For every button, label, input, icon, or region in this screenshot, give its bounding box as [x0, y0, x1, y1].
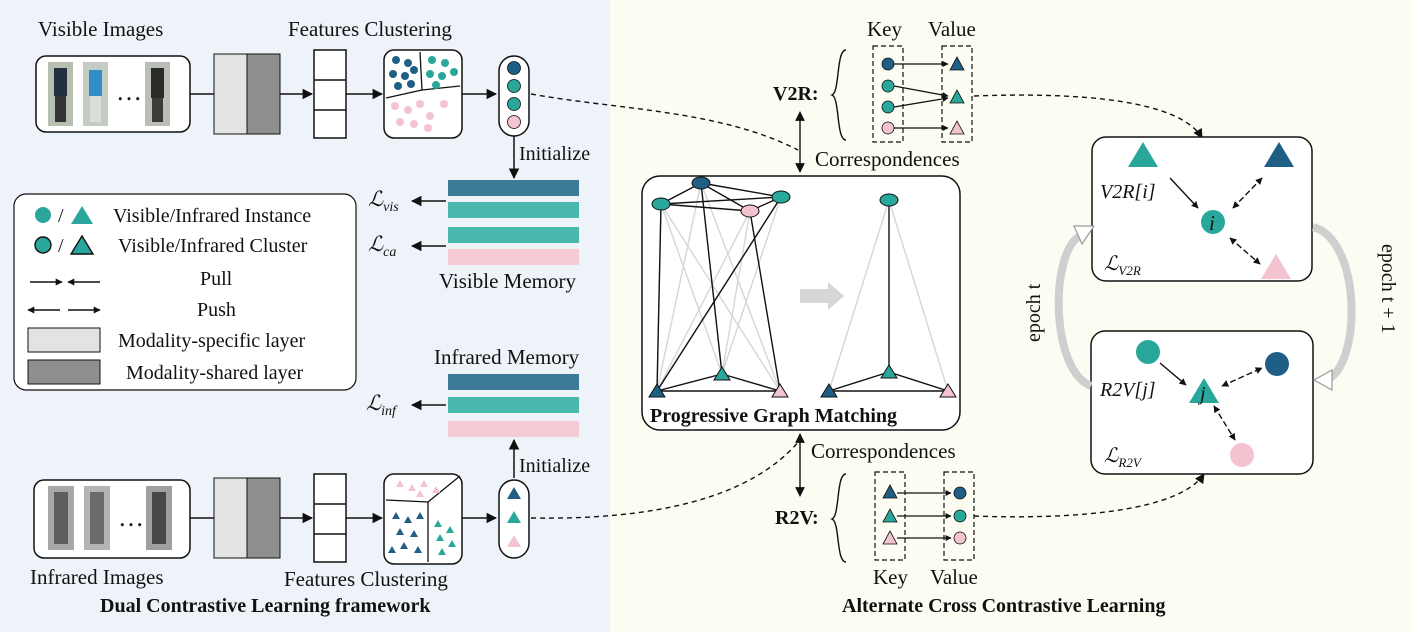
legend-specific-label: Modality-specific layer — [118, 330, 305, 352]
connector-infrared-to-r2v — [530, 439, 801, 519]
v2r-label: V2R: — [773, 83, 819, 105]
cluster-triangle-icon — [69, 234, 95, 255]
left-panel-title: Dual Contrastive Learning framework — [100, 595, 431, 617]
feature-vector — [313, 473, 347, 563]
cluster-circle-icon — [34, 236, 52, 254]
epoch-t-arrow — [1054, 232, 1093, 390]
feature-vector — [313, 49, 347, 139]
value-top-label: Value — [928, 17, 976, 41]
key-top-label: Key — [867, 17, 902, 41]
epoch-t1-label: epoch t + 1 — [1377, 244, 1399, 334]
instance-triangle-icon — [71, 206, 93, 224]
visible-memory-label: Visible Memory — [439, 269, 576, 293]
right-panel-title: Alternate Cross Contrastive Learning — [842, 595, 1165, 617]
legend-shared-label: Modality-shared layer — [126, 362, 303, 384]
loss-r2v: ℒR2V — [1104, 445, 1143, 470]
specific-layer-swatch — [27, 327, 101, 353]
infrared-memory — [448, 374, 579, 437]
legend-instance-label: Visible/Infrared Instance — [113, 205, 311, 227]
infrared-images-label: Infrared Images — [30, 565, 164, 589]
correspondences-top-label: Correspondences — [815, 147, 960, 171]
connector-r2v-to-bottom — [973, 473, 1205, 518]
legend-pull-label: Pull — [200, 268, 233, 290]
svg-text:/: / — [58, 205, 64, 227]
infrared-images-box: … — [33, 479, 191, 559]
visible-cluster-centroids — [498, 55, 530, 137]
value-bottom-label: Value — [930, 565, 978, 589]
loss-vis: ℒvis — [368, 187, 399, 215]
graph-matching-title: Progressive Graph Matching — [650, 405, 897, 427]
epoch-t-label: epoch t — [1023, 283, 1045, 342]
modality-shared-layer — [246, 53, 281, 135]
features-clustering-top-label: Features Clustering — [288, 17, 452, 41]
loss-inf: ℒinf — [366, 391, 398, 419]
loss-ca: ℒca — [368, 232, 396, 260]
modality-specific-layer — [213, 477, 248, 559]
r2v-brace — [830, 473, 847, 563]
features-clustering-bottom-label: Features Clustering — [284, 567, 448, 591]
r2v-contrastive-box: j R2V[j] ℒR2V — [1090, 330, 1314, 475]
v2r-index-label: V2R[i] — [1100, 181, 1156, 203]
node-i-label: i — [1209, 211, 1215, 235]
r2v-key-value — [874, 471, 975, 561]
correspondences-bottom-label: Correspondences — [811, 439, 956, 463]
r2v-index-label: R2V[j] — [1099, 379, 1156, 401]
infrared-cluster-centroids — [498, 479, 530, 559]
ellipsis: … — [116, 77, 142, 106]
svg-text:/: / — [58, 235, 64, 257]
initialize-bottom-label: Initialize — [519, 455, 590, 477]
key-bottom-label: Key — [873, 565, 908, 589]
modality-specific-layer — [213, 53, 248, 135]
infrared-memory-label: Infrared Memory — [434, 345, 580, 369]
connector-visible-to-v2r — [530, 93, 799, 151]
node-j-label: j — [1197, 383, 1206, 405]
r2v-label: R2V: — [775, 507, 819, 529]
instance-circle-icon — [35, 207, 51, 223]
visible-memory — [448, 180, 579, 265]
ellipsis: … — [118, 503, 144, 532]
legend: / Visible/Infrared Instance / Visible/In… — [13, 193, 357, 391]
modality-shared-layer — [246, 477, 281, 559]
connector-v2r-to-top — [973, 94, 1203, 139]
visible-images-label: Visible Images — [38, 17, 163, 41]
legend-push-label: Push — [197, 299, 236, 321]
loss-v2r: ℒV2R — [1104, 253, 1141, 278]
visible-images-box: … — [35, 55, 191, 133]
legend-cluster-label: Visible/Infrared Cluster — [118, 235, 308, 257]
v2r-contrastive-box: i V2R[i] ℒV2R — [1091, 136, 1313, 282]
initialize-top-label: Initialize — [519, 143, 590, 165]
epoch-t1-arrow — [1311, 223, 1356, 384]
progress-arrow-icon — [800, 282, 844, 310]
v2r-brace — [830, 49, 847, 141]
visible-clustering-box — [383, 49, 463, 139]
v2r-key-value — [872, 45, 973, 143]
graph-matching-box: Progressive Graph Matching — [641, 175, 961, 431]
infrared-clustering-box — [383, 473, 463, 565]
shared-layer-swatch — [27, 359, 101, 385]
